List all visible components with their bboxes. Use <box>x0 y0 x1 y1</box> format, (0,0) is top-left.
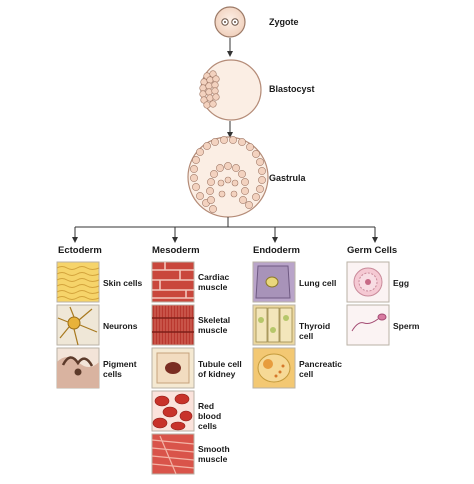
cardiac-muscle-label: Cardiac muscle <box>198 272 230 292</box>
smooth-muscle-image <box>151 433 195 475</box>
ectoderm-heading: Ectoderm <box>58 245 102 256</box>
germ-cells-heading: Germ Cells <box>347 245 398 256</box>
pancreatic-cell-image <box>252 347 296 389</box>
pigment-cells-label: Pigment cells <box>103 359 137 379</box>
thyroid-cell-label: Thyroid cell <box>299 321 331 341</box>
neurons-image <box>56 304 100 346</box>
lung-cell-image <box>252 261 296 303</box>
zygote-icon <box>214 6 246 38</box>
smooth-muscle-label: Smooth muscle <box>198 444 230 464</box>
endoderm-heading: Endoderm <box>253 245 300 256</box>
zygote-label: Zygote <box>269 17 299 27</box>
thyroid-cell-image <box>252 304 296 346</box>
egg-label: Egg <box>393 278 410 288</box>
sperm-label: Sperm <box>393 321 420 331</box>
skin-cells-label: Skin cells <box>103 278 143 288</box>
tubule-cell-image <box>151 347 195 389</box>
gastrula-label: Gastrula <box>269 173 306 183</box>
red-blood-cells-image <box>151 390 195 432</box>
egg-image <box>346 261 390 303</box>
neurons-label: Neurons <box>103 321 138 331</box>
blastocyst-icon <box>199 59 262 121</box>
gastrula-icon <box>187 136 269 218</box>
cardiac-muscle-image <box>151 261 195 303</box>
skeletal-muscle-image <box>151 304 195 346</box>
lung-cell-label: Lung cell <box>299 278 337 288</box>
blastocyst-label: Blastocyst <box>269 84 315 94</box>
mesoderm-heading: Mesoderm <box>152 245 200 256</box>
skeletal-muscle-label: Skeletal muscle <box>198 315 231 335</box>
pigment-cells-image <box>56 347 100 389</box>
skin-cells-image <box>56 261 100 303</box>
tubule-cell-label: Tubule cell of kidney <box>198 359 242 379</box>
sperm-image <box>346 304 390 346</box>
red-blood-cells-label: Red blood cells <box>198 401 222 431</box>
pancreatic-cell-label: Pancreatic cell <box>299 359 342 379</box>
branch-connectors <box>72 217 378 243</box>
